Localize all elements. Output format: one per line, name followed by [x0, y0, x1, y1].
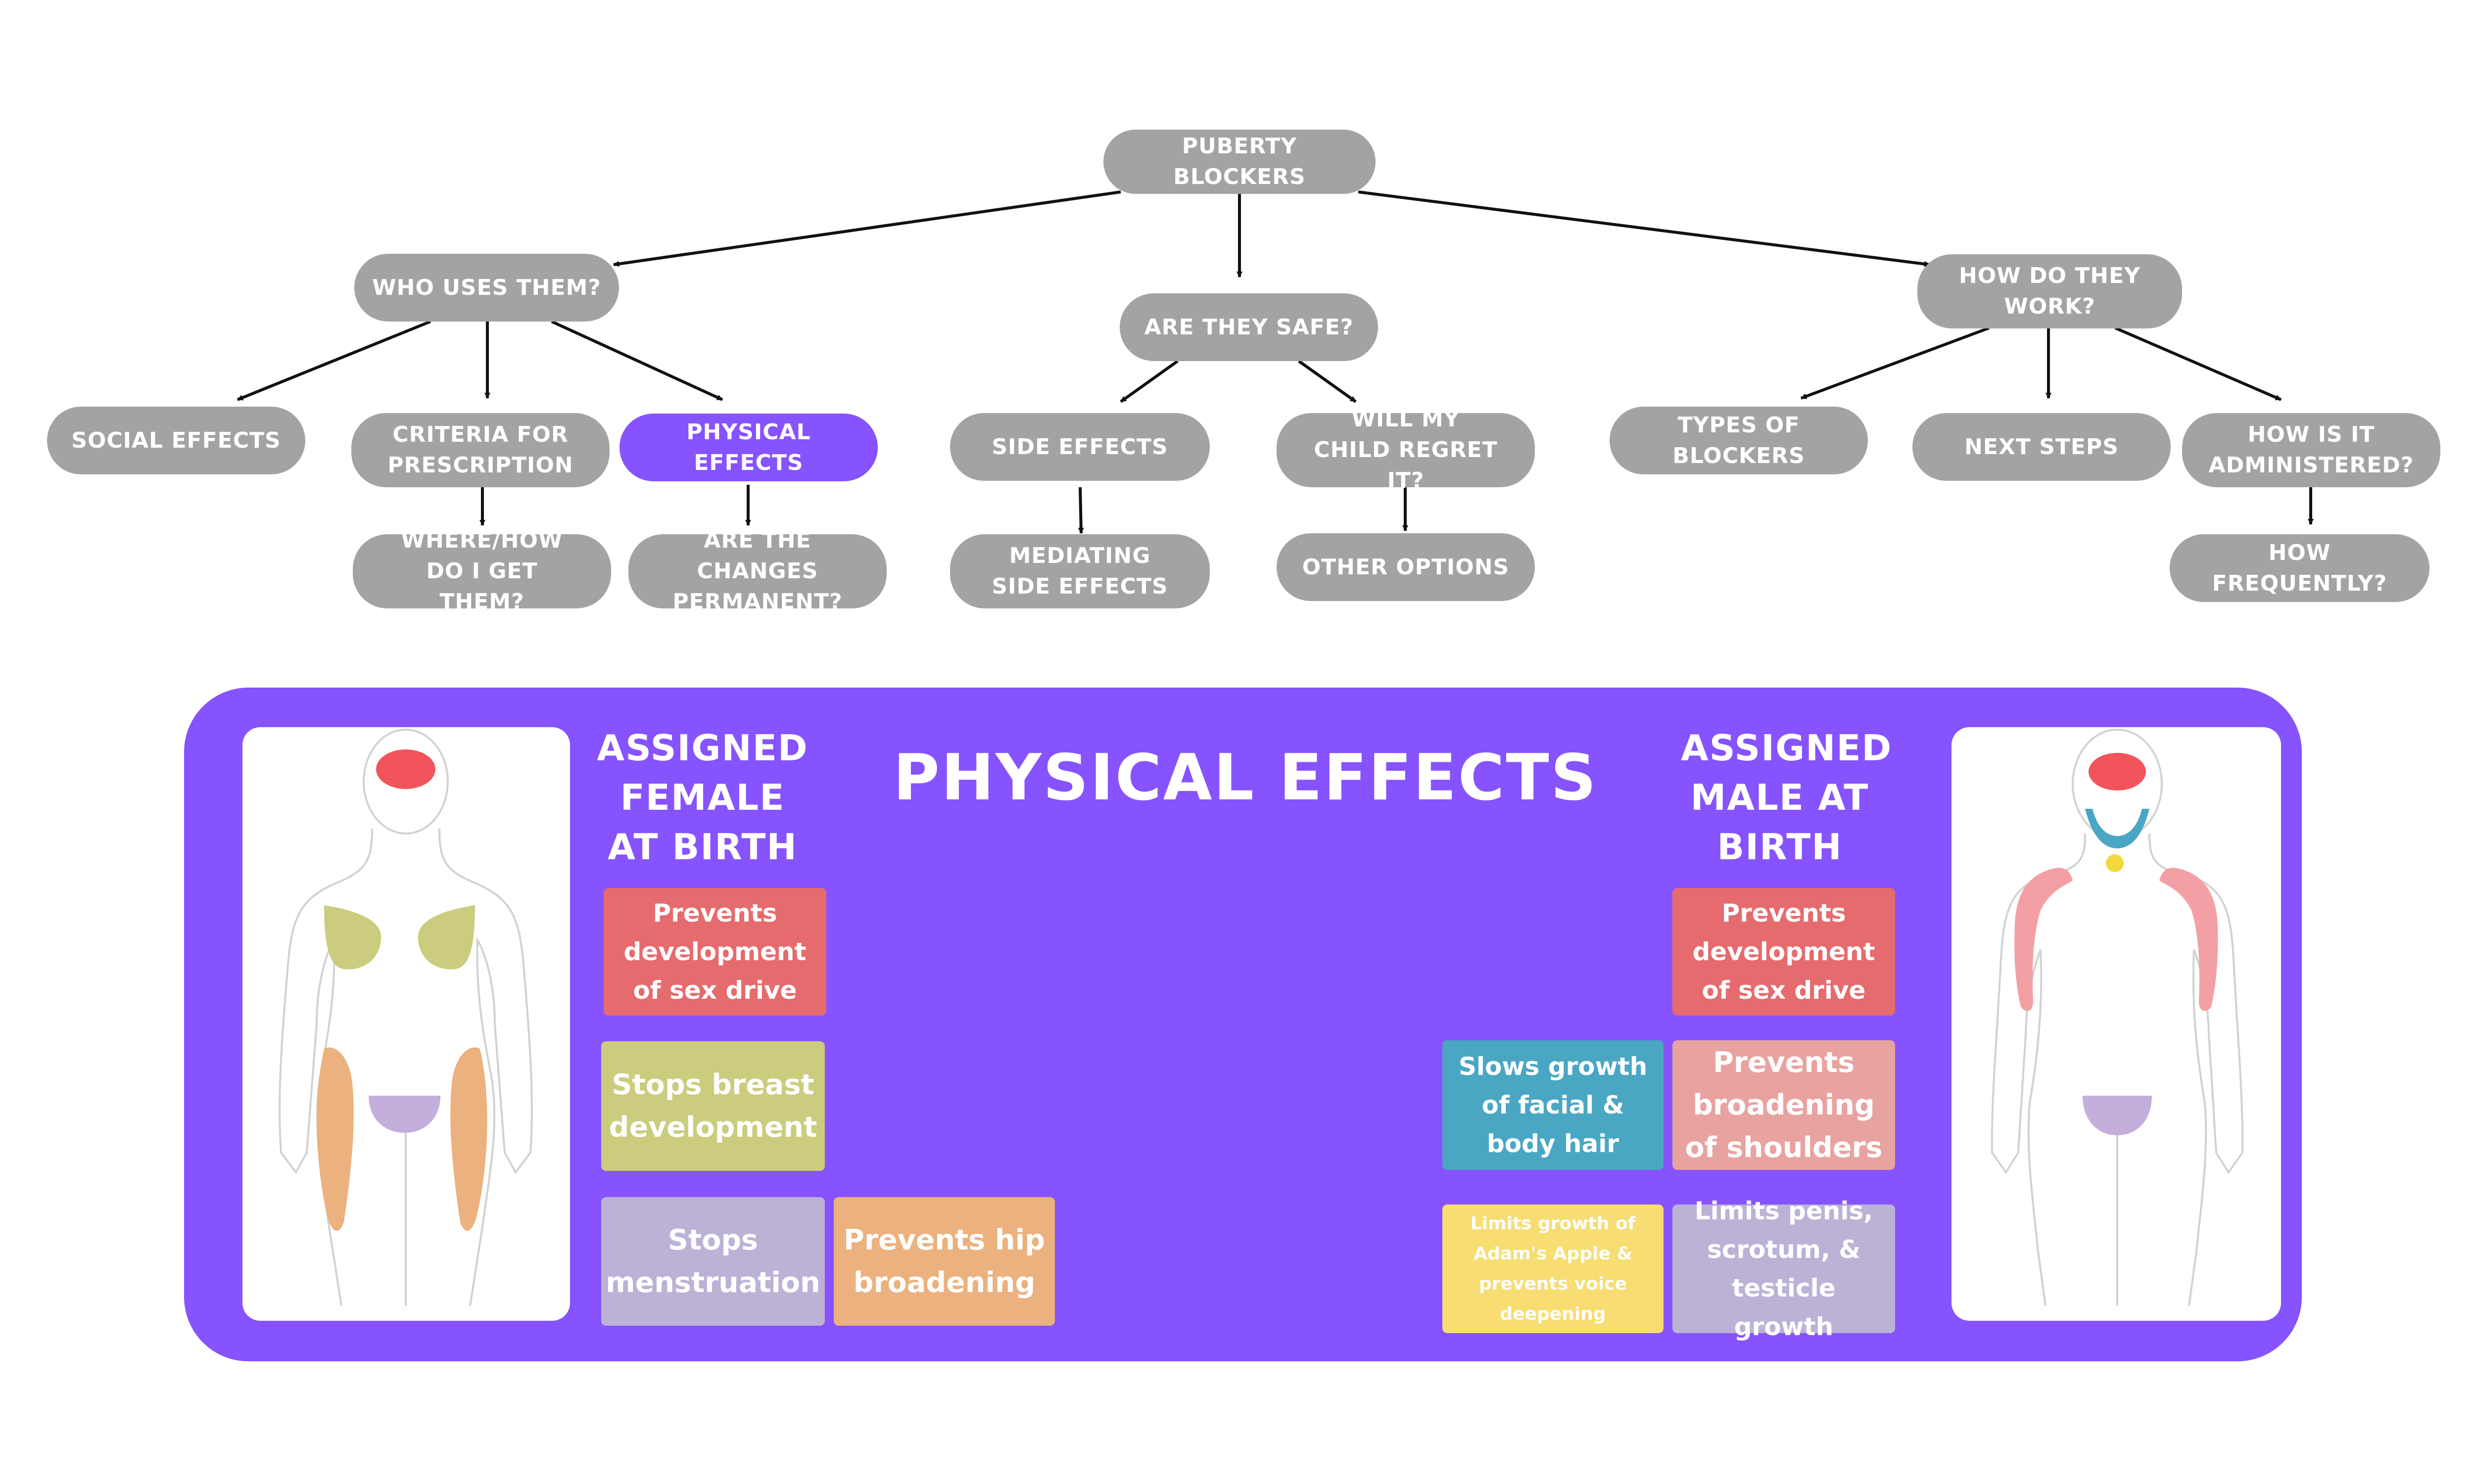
menstruation-effect: Stops menstruation	[601, 1197, 825, 1326]
node-types-of-blockers[interactable]: TYPES OF BLOCKERS	[1610, 407, 1868, 474]
male-heading: ASSIGNED MALE AT BIRTH	[1681, 727, 1893, 868]
edge-root-who-uses	[613, 190, 1121, 267]
node-are-they-safe[interactable]: ARE THEY SAFE?	[1120, 293, 1378, 361]
left-shoulder-marker	[2014, 868, 2073, 1011]
node-side-effects[interactable]: SIDE EFFECTS	[950, 413, 1210, 481]
node-how-do-they-work[interactable]: HOW DO THEY WORK?	[1917, 254, 2182, 328]
female-body-outline	[279, 828, 533, 1306]
facial-hair-effect: Slows growth of facial & body hair	[1442, 1040, 1664, 1170]
female-sex-drive-effect: Prevents development of sex drive	[604, 888, 826, 1016]
node-social-effects[interactable]: SOCIAL EFFECTS	[47, 407, 305, 474]
node-how-frequently[interactable]: HOW FREQUENTLY?	[2170, 534, 2429, 602]
breast-development-effect: Stops breast development	[601, 1041, 825, 1171]
female-head-outline	[363, 729, 449, 835]
node-will-my-child-regret-it[interactable]: WILL MY CHILD REGRET IT?	[1277, 407, 1535, 493]
edge-safe-regret	[1298, 360, 1357, 403]
edge-side-mediating	[1078, 487, 1084, 534]
node-next-steps[interactable]: NEXT STEPS	[1912, 413, 2171, 481]
right-breast-marker	[418, 905, 475, 970]
physical-effects-panel: PHYSICAL EFFECTS ASSIGNED FEMALE AT BIRT…	[184, 688, 2302, 1361]
male-body-figure	[1951, 727, 2281, 1321]
shoulder-broadening-effect: Prevents broadening of shoulders	[1672, 1040, 1895, 1170]
node-how-is-it-administered[interactable]: HOW IS IT ADMINISTERED?	[2182, 413, 2440, 487]
node-criteria-for-prescription[interactable]: CRITERIA FOR PRESCRIPTION	[351, 413, 610, 487]
right-shoulder-marker	[2159, 868, 2218, 1011]
node-are-the-changes-permanent[interactable]: ARE THE CHANGES PERMANENT?	[628, 528, 887, 614]
node-other-options[interactable]: OTHER OPTIONS	[1277, 533, 1535, 601]
beard-marker	[2085, 809, 2149, 848]
female-heading: ASSIGNED FEMALE AT BIRTH	[597, 727, 809, 868]
hip-broadening-effect: Prevents hip broadening	[834, 1197, 1055, 1326]
left-breast-marker	[324, 905, 381, 970]
edge-who-social	[237, 320, 431, 401]
edge-work-types	[1800, 326, 1990, 400]
edge-who-physical	[551, 320, 723, 401]
adams-apple-effect: Limits growth of Adam's Apple & prevents…	[1442, 1205, 1664, 1333]
brain-marker	[376, 749, 435, 789]
left-hip-marker	[317, 1047, 354, 1231]
male-body-outline	[1991, 833, 2244, 1306]
female-body-figure	[242, 727, 570, 1321]
edge-safe-side-effects	[1120, 360, 1179, 403]
edge-root-how-work	[1358, 190, 1930, 267]
node-where-how-do-i-get-them[interactable]: WHERE/HOW DO I GET THEM?	[353, 528, 611, 614]
node-mediating-side-effects[interactable]: MEDIATING SIDE EFFECTS	[950, 534, 1210, 608]
pelvis-marker	[2083, 1096, 2152, 1135]
right-hip-marker	[450, 1047, 487, 1231]
brain-marker	[2089, 753, 2146, 790]
larynx-marker	[2106, 854, 2124, 872]
node-who-uses-them[interactable]: WHO USES THEM?	[354, 254, 619, 322]
male-sex-drive-effect: Prevents development of sex drive	[1672, 888, 1895, 1016]
node-physical-effects[interactable]: PHYSICAL EFFECTS	[619, 414, 878, 481]
pelvis-marker	[369, 1096, 440, 1133]
genital-growth-effect: Limits penis, scrotum, & testicle growth	[1672, 1197, 1895, 1341]
node-puberty-blockers[interactable]: PUBERTY BLOCKERS	[1103, 130, 1376, 194]
panel-title: PHYSICAL EFFECTS	[893, 741, 1598, 815]
edge-work-administered	[2114, 326, 2282, 401]
